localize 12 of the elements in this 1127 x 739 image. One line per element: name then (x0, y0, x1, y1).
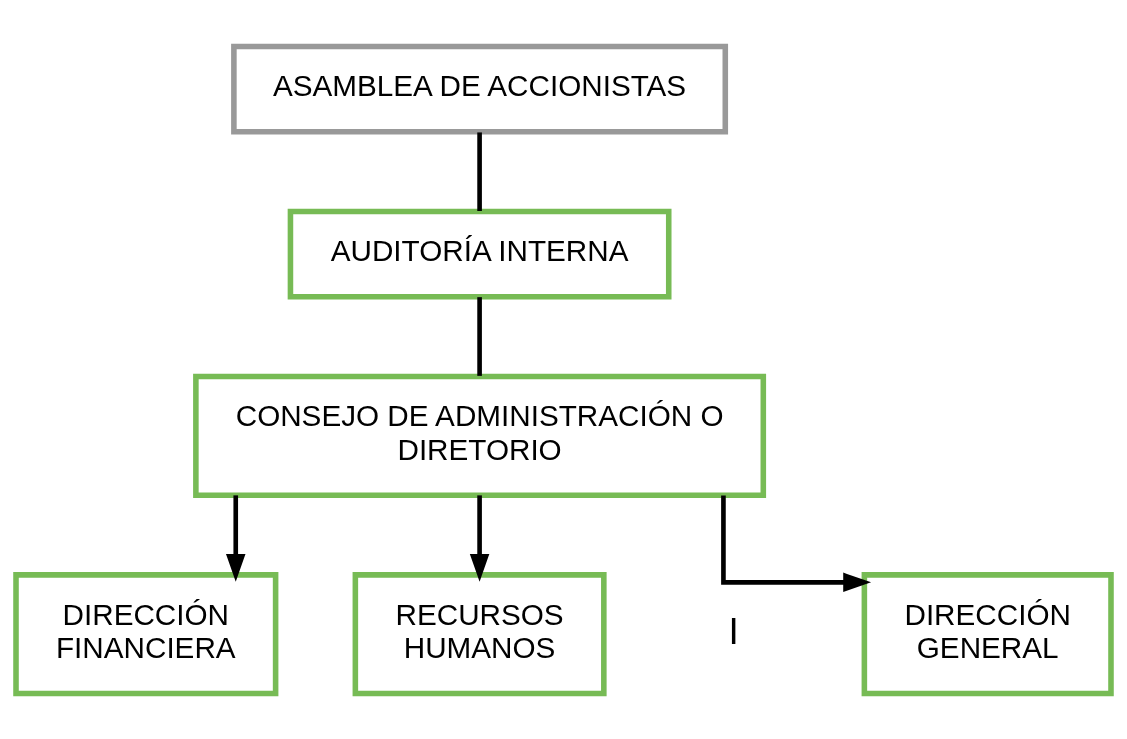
label: I (728, 609, 739, 652)
arrow (469, 494, 490, 582)
node-box: ASAMBLEA DE ACCIONISTAS (231, 43, 729, 134)
connector (477, 131, 482, 211)
arrow (721, 494, 872, 592)
node-box: AUDITORÍA INTERNA (287, 208, 672, 300)
node-box: DIRECCIÓN GENERAL (861, 571, 1114, 696)
arrow (225, 494, 246, 582)
connector (477, 296, 482, 376)
node-box: RECURSOS HUMANOS (352, 571, 607, 696)
node-box: CONSEJO DE ADMINISTRACIÓN O DIRETORIO (193, 373, 767, 498)
node-box: DIRECCIÓN FINANCIERA (13, 571, 279, 696)
